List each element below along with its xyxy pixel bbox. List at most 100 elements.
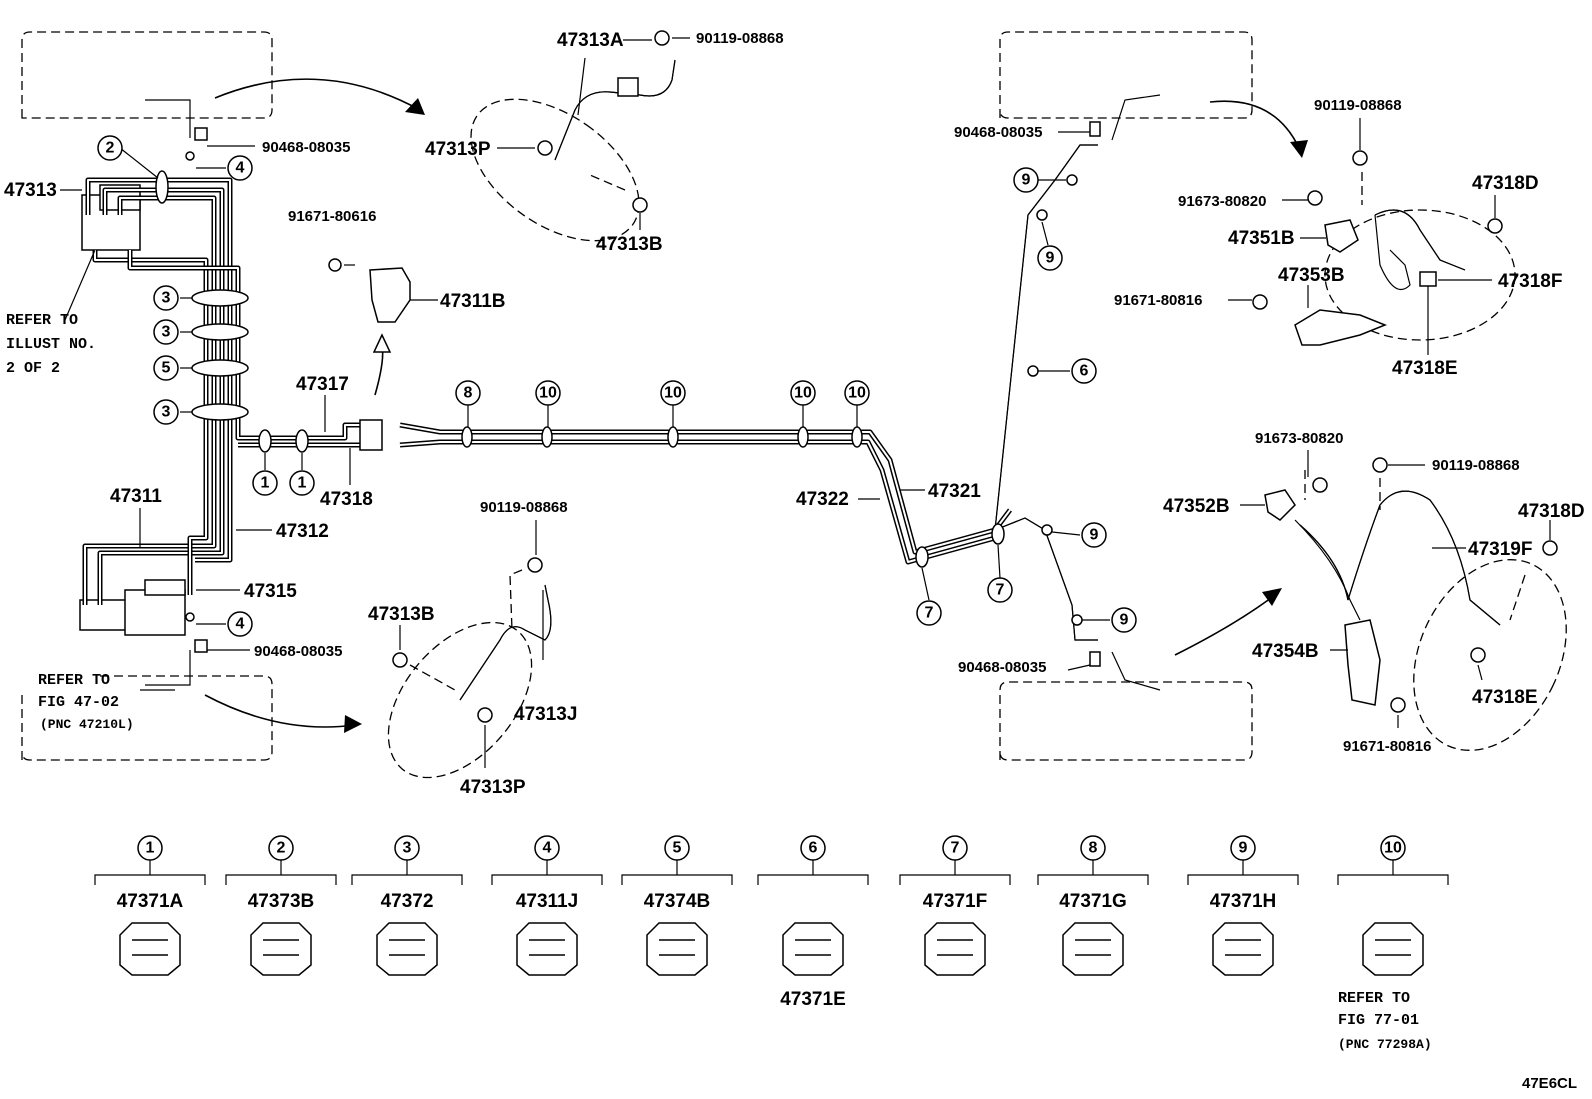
- legend-callout-number: 1: [146, 840, 155, 857]
- legend-part-number: 47311J: [516, 891, 578, 912]
- legend-callout-number: 8: [1089, 840, 1098, 857]
- legend-callout-number: 2: [277, 840, 286, 857]
- legend-item-10: 10: [1337, 835, 1449, 976]
- svg-text:10: 10: [539, 385, 557, 402]
- callout-9: 9: [1081, 522, 1107, 548]
- legend-bracket: [94, 860, 206, 885]
- note-refer-fig-77-01: FIG 77-01: [1338, 1012, 1419, 1029]
- svg-text:4: 4: [236, 160, 245, 177]
- label-47322: 47322: [796, 489, 849, 510]
- diagram-code: 47E6CL: [1522, 1075, 1577, 1092]
- svg-text:6: 6: [1080, 363, 1089, 380]
- legend-clamp-icon: [516, 922, 578, 976]
- legend-item-7: 7 47371F: [899, 835, 1011, 976]
- legend-part-number: 47373B: [248, 891, 315, 912]
- legend-part-number: 47372: [381, 891, 434, 912]
- legend-bracket: [757, 860, 869, 885]
- callout-2: 2: [97, 135, 123, 161]
- legend-bracket: [1187, 860, 1299, 885]
- part-labels: 47313 47311 47312 47315 47317 47318 4732…: [4, 30, 1585, 798]
- legend-item-2: 2 47373B: [225, 835, 337, 976]
- svg-text:10: 10: [664, 385, 682, 402]
- label-47313A: 47313A: [557, 30, 624, 51]
- legend-part-number: 47371H: [1210, 891, 1277, 912]
- label-47318D-bottom: 47318D: [1518, 501, 1585, 522]
- callout-3: 3: [153, 319, 179, 345]
- fastener-labels: 90468-08035 90468-08035 90468-08035 9046…: [254, 30, 1520, 755]
- leader-lines: [60, 37, 1551, 768]
- label-47313P-bottom: 47313P: [460, 777, 526, 798]
- label-91671-80816: 91671-80816: [1343, 738, 1431, 755]
- svg-text:8: 8: [464, 385, 473, 402]
- label-91671-80816: 91671-80816: [1114, 292, 1202, 309]
- label-91673-80820: 91673-80820: [1178, 193, 1266, 210]
- direction-arrows: [204, 78, 1308, 733]
- legend-bracket: [225, 860, 337, 885]
- note-refer-fig-77-01: (PNC 77298A): [1338, 1037, 1432, 1052]
- legend-callout-number: 7: [951, 840, 960, 857]
- label-47311: 47311: [110, 486, 162, 507]
- label-47351B: 47351B: [1228, 228, 1295, 249]
- svg-text:5: 5: [162, 360, 171, 377]
- legend-callout-number: 9: [1239, 840, 1248, 857]
- body-outlines: [21, 31, 1567, 779]
- callout-10: 10: [844, 380, 870, 406]
- label-90119-08868: 90119-08868: [1432, 457, 1520, 474]
- label-47313B-top: 47313B: [596, 234, 663, 255]
- legend-clamp-icon: [1212, 922, 1274, 976]
- callout-10: 10: [660, 380, 686, 406]
- legend-bracket: [1037, 860, 1149, 885]
- legend-clamp-icon: [782, 922, 844, 976]
- svg-text:1: 1: [298, 475, 307, 492]
- legend-item-1: 1 47371A: [94, 835, 206, 976]
- note-refer-illust: REFER TO: [6, 312, 78, 329]
- label-47321: 47321: [928, 481, 981, 502]
- note-refer-fig-47-02: REFER TO: [38, 672, 110, 689]
- hose-assemblies: [328, 30, 1558, 723]
- reference-notes: REFER TO ILLUST NO. 2 OF 2 REFER TO FIG …: [6, 312, 1577, 1092]
- legend-item-9: 9 47371H: [1187, 835, 1299, 976]
- legend-clamp-icon: [250, 922, 312, 976]
- legend-part-number: 47371F: [923, 891, 987, 912]
- callouts: 2 4 3 3 5 3 1 1 4 8 10 10 10 10 9 9 6 9 …: [97, 135, 1137, 637]
- legend-bracket: [621, 860, 733, 885]
- label-90468-08035: 90468-08035: [958, 659, 1046, 676]
- legend-bracket: [351, 860, 463, 885]
- label-47313B-bottom: 47313B: [368, 604, 435, 625]
- legend-item-6: 6: [757, 835, 869, 976]
- callout-4: 4: [227, 611, 253, 637]
- legend-clamp-icon: [924, 922, 986, 976]
- callout-3: 3: [153, 399, 179, 425]
- label-90468-08035: 90468-08035: [262, 139, 350, 156]
- callout-9: 9: [1037, 245, 1063, 271]
- svg-text:2: 2: [106, 140, 115, 157]
- label-47318E-bottom: 47318E: [1472, 687, 1538, 708]
- label-90119-08868: 90119-08868: [480, 499, 568, 516]
- label-47353B: 47353B: [1278, 265, 1345, 286]
- label-47317: 47317: [296, 374, 349, 395]
- callout-6: 6: [1071, 358, 1097, 384]
- legend-part-number: 47371A: [117, 891, 184, 912]
- label-47352B: 47352B: [1163, 496, 1230, 517]
- legend-clamp-icon: [1362, 922, 1424, 976]
- svg-text:3: 3: [162, 404, 171, 421]
- label-47354B: 47354B: [1252, 641, 1319, 662]
- legend-callout-number: 5: [673, 840, 682, 857]
- svg-text:1: 1: [261, 475, 270, 492]
- svg-text:9: 9: [1120, 612, 1129, 629]
- svg-text:9: 9: [1046, 250, 1055, 267]
- svg-text:10: 10: [848, 385, 866, 402]
- svg-text:7: 7: [996, 582, 1005, 599]
- label-47312: 47312: [276, 521, 329, 542]
- label-91673-80820: 91673-80820: [1255, 430, 1343, 447]
- legend-clamp-icon: [376, 922, 438, 976]
- callout-3: 3: [153, 285, 179, 311]
- label-47318F: 47318F: [1498, 271, 1562, 292]
- note-refer-illust: ILLUST NO.: [6, 336, 96, 353]
- legend-callout-number: 6: [809, 840, 818, 857]
- legend-part-number: 47371G: [1059, 891, 1127, 912]
- callout-10: 10: [535, 380, 561, 406]
- label-47319F: 47319F: [1468, 539, 1532, 560]
